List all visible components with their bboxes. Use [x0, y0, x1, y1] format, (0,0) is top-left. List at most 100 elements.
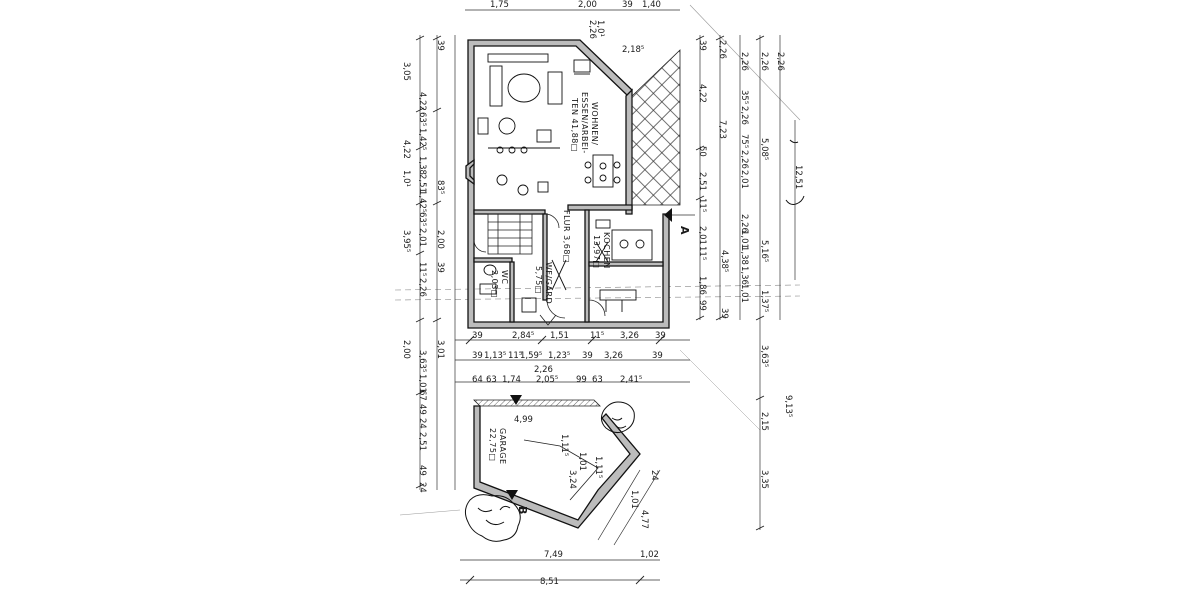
dim-bottom-1: 7,49 — [544, 550, 563, 560]
dim-garage-1: 4,99 — [514, 415, 533, 425]
dim-garage-4: 1,11⁵ — [593, 456, 603, 478]
dimension-ticks — [415, 35, 765, 585]
dim-right-b-6: 75⁵ — [739, 134, 749, 148]
dim-right-b-1: 2,26 — [717, 40, 727, 59]
dim-right-a-7: 11⁵ — [697, 246, 707, 260]
dim-right-c-4: 1,37⁵ — [759, 290, 769, 312]
dim-row3-7: 63 — [592, 375, 603, 385]
dim-left-mid-1: 4,22 — [417, 92, 427, 111]
dim-left-inner-5: 3,01 — [435, 340, 445, 359]
dim-left-outer-4: 3,95⁵ — [401, 230, 411, 252]
dimension-labels-garage: 4,99 1,11⁵ 1,01 1,11⁵ 3,24 1,01 4,77 24 — [514, 415, 659, 529]
dim-left-mid-8: 2,01 — [417, 228, 427, 247]
dim-left-mid-2: 63⁵ — [417, 112, 427, 126]
dim-right-b-12: 4,38⁵ — [719, 250, 729, 272]
dim-left-mid-14: 49 — [417, 404, 427, 415]
dim-right-a-4: 2,51 — [697, 172, 707, 191]
dimension-labels-rows: 39 2,84⁵ 1,51 11⁵ 3,26 39 39 1,13⁵ 11⁵ 1… — [472, 331, 666, 385]
dim-right-a-2: 4,22 — [697, 84, 707, 103]
room-label-garderobe-1: WF/GARD — [544, 262, 553, 304]
room-label-wohnen-3: TEN 41,88□ — [570, 97, 579, 152]
dim-top-2: 2,00 — [578, 0, 597, 10]
dim-row1-4: 11⁵ — [590, 331, 604, 341]
tree-symbols — [464, 139, 805, 542]
room-label-wc-1: WC — [500, 270, 509, 285]
dim-garage-8: 24 — [649, 470, 659, 481]
dim-right-c-2: 5,08⁵ — [759, 138, 769, 160]
room-label-flur: FLUR 3,68□ — [562, 210, 571, 263]
dim-row3-1: 2,26 — [534, 365, 553, 375]
dim-row3-8: 2,41⁵ — [620, 375, 642, 385]
terrace-tiles — [631, 49, 681, 206]
dim-left-mid-11: 3,63⁵ — [417, 350, 427, 372]
dim-row3-4: 1,74 — [502, 375, 521, 385]
dimension-lines — [419, 9, 796, 581]
dim-left-mid-3: 1,42⁵ — [417, 128, 427, 150]
dim-right-a-6: 2,01 — [697, 226, 707, 245]
dim-row2-2: 1,13⁵ — [484, 351, 506, 361]
dim-row2-5: 1,23⁵ — [548, 351, 570, 361]
room-label-wohnen-1: WOHNEN/ — [590, 102, 599, 145]
dim-left-mid-17: 49 — [417, 465, 427, 476]
dim-left-mid-13: 67 — [417, 390, 427, 401]
dim-garage-6: 1,01 — [629, 490, 639, 509]
dim-left-mid-7: 63⁵ — [417, 212, 427, 226]
room-label-wohnen-2: ESSEN/ARBEI- — [580, 92, 589, 154]
dim-right-a-5: 11⁵ — [697, 198, 707, 212]
dim-left-mid-9: 11⁵ — [417, 262, 427, 276]
dim-right-b-14: 1,01 — [739, 284, 749, 303]
section-marker-group — [506, 208, 695, 500]
room-label-wc-2: 2,03□ — [490, 270, 499, 298]
garage-wall-hatch — [473, 399, 601, 407]
dim-bottom-2: 1,02 — [640, 550, 659, 560]
dim-right-b-11: 1,38 — [739, 246, 749, 265]
dim-row2-8: 39 — [652, 351, 663, 361]
dim-right-c-8: 9,13⁵ — [783, 395, 793, 417]
dim-right-b-7: 2,26 — [739, 150, 749, 169]
dim-right-a-3: 50 — [697, 146, 707, 157]
room-label-garage-2: 22,75□ — [488, 428, 497, 461]
dim-top-6: 2,26 — [587, 20, 597, 39]
dim-right-b-4: 2,26 — [739, 106, 749, 125]
dim-garage-7: 4,77 — [639, 510, 649, 529]
dim-right-c-7: 3,35 — [759, 470, 769, 489]
garage-walls — [473, 405, 641, 529]
dim-top-1: 1,75 — [490, 0, 509, 10]
dimension-labels-left: 3,05 4,22 1,0¹ 3,95⁵ 2,00 4,22 63⁵ 1,42⁵… — [401, 40, 445, 493]
dim-left-outer-2: 4,22 — [401, 140, 411, 159]
dim-right-outer: 12,51 — [793, 165, 803, 189]
section-marker-b: B — [516, 506, 529, 514]
dim-top-4: 1,40 — [642, 0, 661, 10]
dim-row1-5: 3,26 — [620, 331, 639, 341]
dim-right-b-8: 2,01 — [739, 170, 749, 189]
staircase — [487, 213, 533, 255]
room-label-garage-1: GARAGE — [498, 428, 507, 465]
dim-right-outer-top: 2,26 — [775, 52, 785, 71]
dim-left-outer-5: 2,00 — [401, 340, 411, 359]
dim-right-c-3: 5,16⁵ — [759, 240, 769, 262]
dim-row1-1: 39 — [472, 331, 483, 341]
dimension-labels-top: 1,75 2,00 39 1,40 1,0¹ 2,26 2,18⁵ — [490, 0, 661, 55]
dim-top-7: 2,18⁵ — [622, 45, 644, 55]
dim-row3-5: 2,05⁵ — [536, 375, 558, 385]
furniture — [473, 53, 653, 326]
dim-row3-2: 64 — [472, 375, 483, 385]
dim-row3-6: 99 — [576, 375, 587, 385]
dim-garage-2: 1,11⁵ — [559, 434, 569, 456]
room-label-kochen-2: 13,97□ — [592, 235, 601, 268]
dim-row1-2: 2,84⁵ — [512, 331, 534, 341]
dim-right-a-1: 39 — [697, 40, 707, 51]
dim-left-mid-18: 24 — [417, 482, 427, 493]
house-walls — [465, 39, 670, 329]
dim-row2-1: 39 — [472, 351, 483, 361]
dim-left-outer-1: 3,05 — [401, 62, 411, 81]
dim-left-mid-12: 1,01 — [417, 374, 427, 393]
dim-left-outer-3: 1,0¹ — [401, 170, 411, 187]
dim-right-b-13: 1,36 — [739, 266, 749, 285]
dim-row2-7: 3,26 — [604, 351, 623, 361]
dim-left-mid-10: 2,26 — [417, 278, 427, 297]
dimension-labels-bottom: 7,49 1,02 8,51 — [540, 550, 659, 587]
dim-top-3: 39 — [622, 0, 633, 10]
dim-right-b-9: 2,26 — [739, 214, 749, 233]
